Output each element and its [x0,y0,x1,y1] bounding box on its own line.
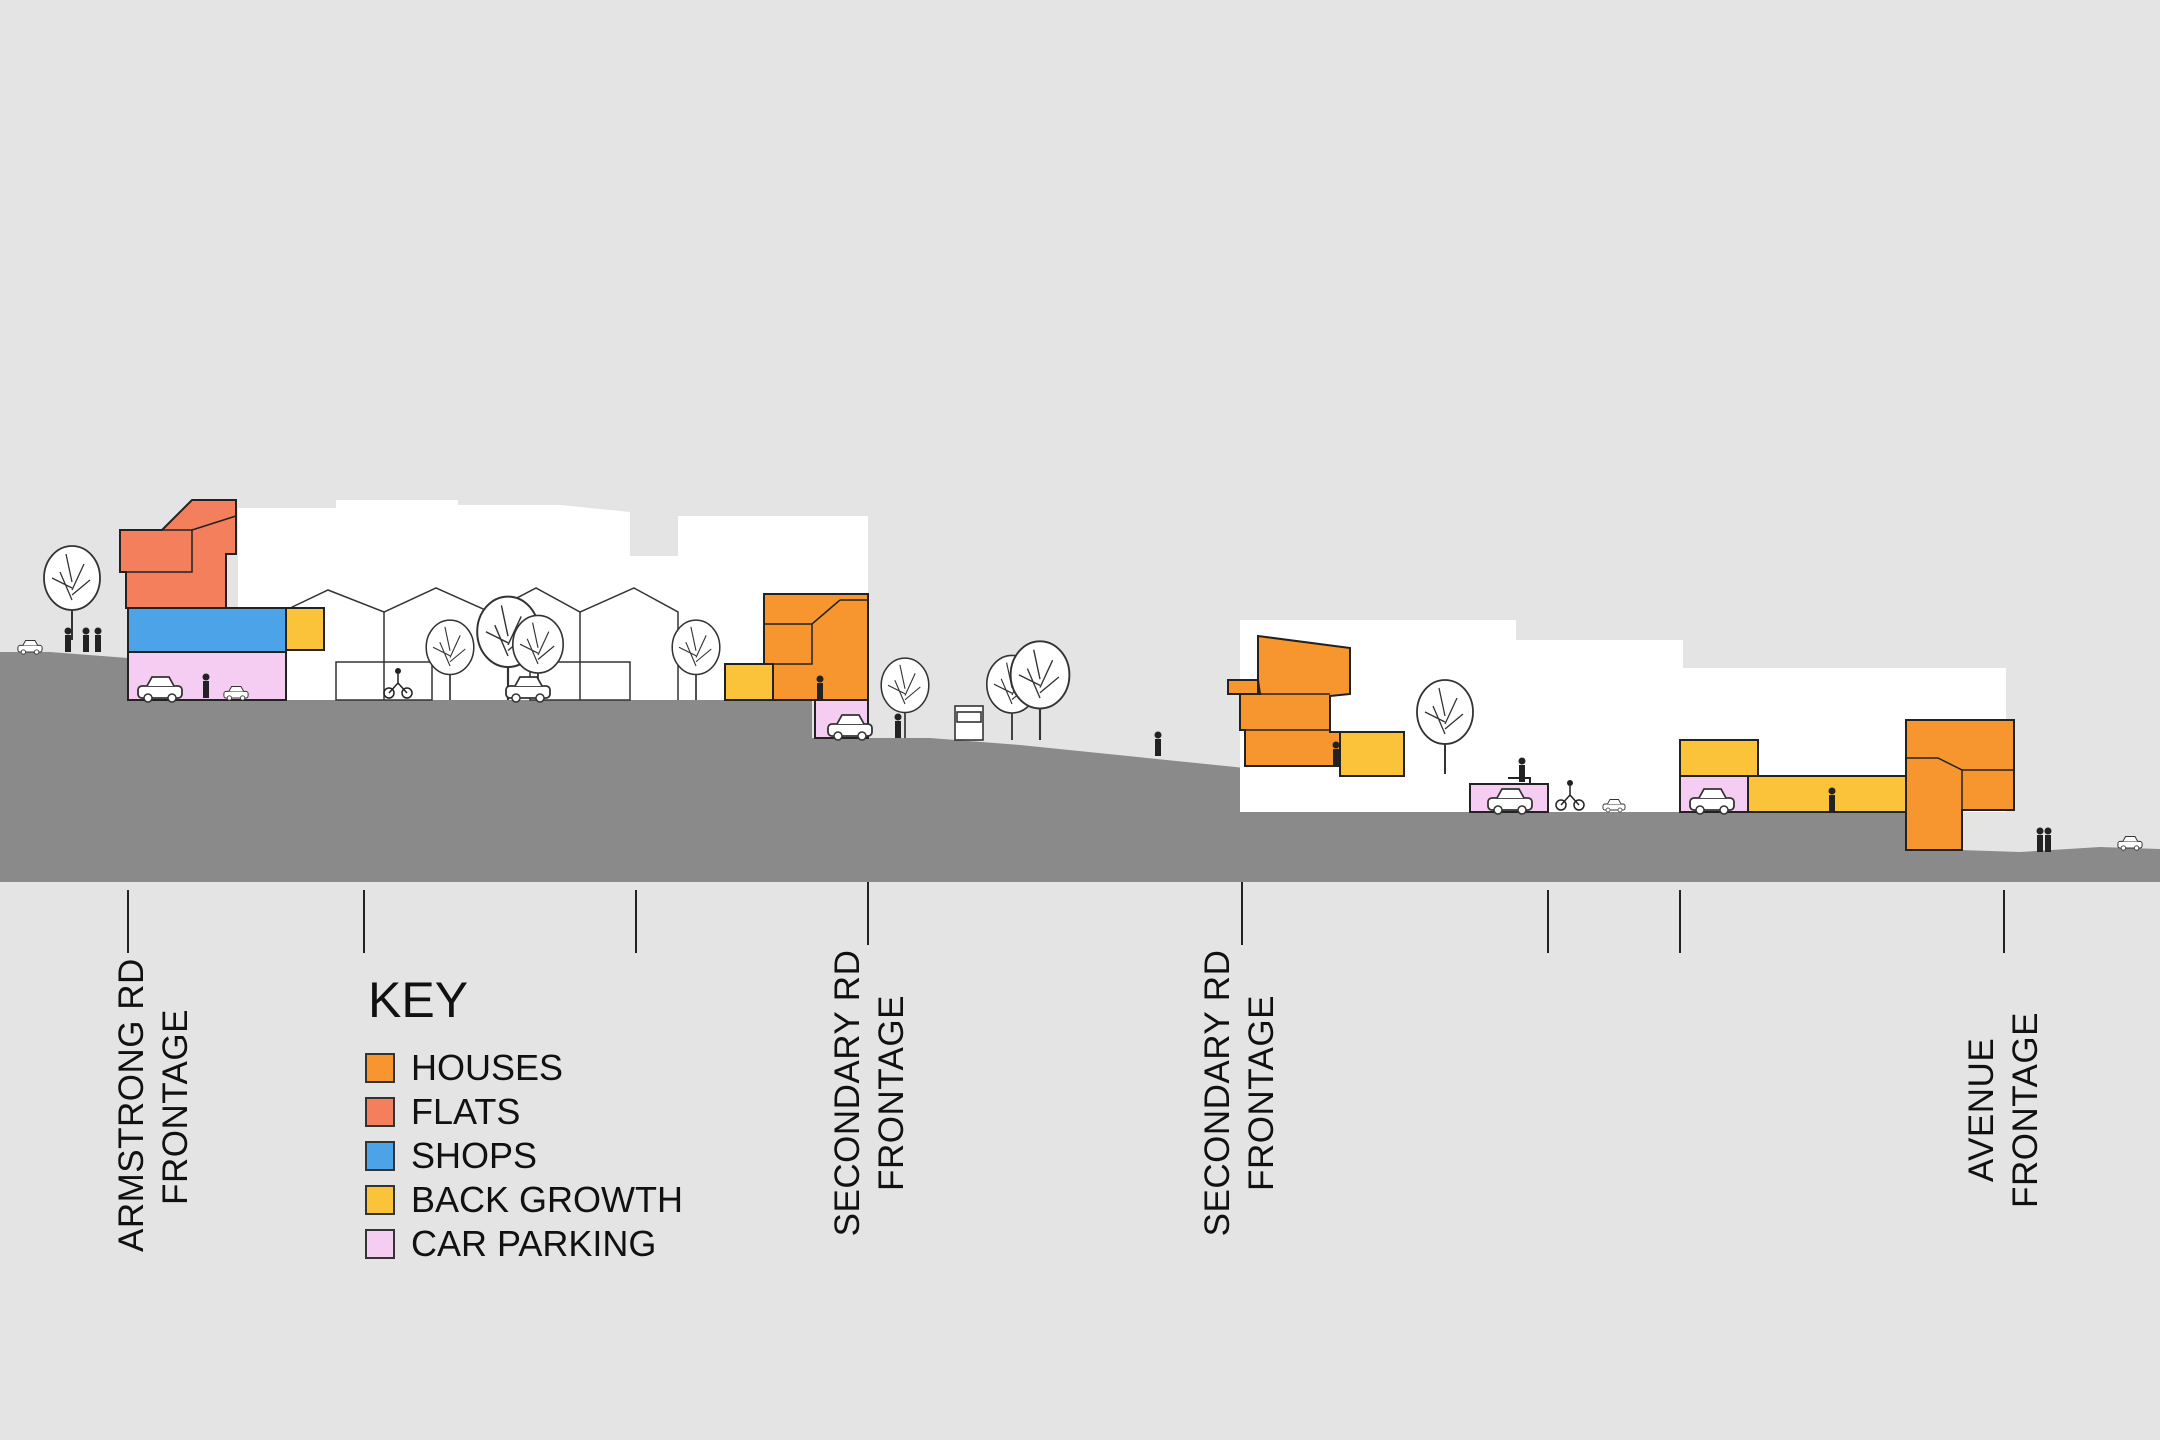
block-secondary-1 [724,593,869,739]
houses-block [763,593,869,701]
legend-item-back-growth: BACK GROWTH [365,1178,683,1222]
legend-swatch [365,1229,395,1259]
legend-title: KEY [368,972,469,1028]
section-markers [127,882,2005,953]
truck [954,705,984,741]
frontage-label-armstrong: ARMSTRONG RD FRONTAGE [112,958,195,1252]
legend-item-houses: HOUSES [365,1046,683,1090]
legend-item-flats: FLATS [365,1090,683,1134]
envelope-middle [1240,620,2006,812]
flats-block [119,499,237,609]
frontage-label-secondary-2: SECONDARY RD FRONTAGE [1198,949,1281,1237]
legend-item-shops: SHOPS [365,1134,683,1178]
frontage-label-avenue: AVENUE FRONTAGE [1962,1012,2045,1208]
legend-swatch [365,1053,395,1083]
back-growth-block [1339,731,1405,777]
houses-block [1905,719,2015,851]
shops-block [127,607,287,653]
legend-item-car-parking: CAR PARKING [365,1222,683,1266]
legend-swatch [365,1141,395,1171]
frontage-label-secondary-1: SECONDARY RD FRONTAGE [828,949,911,1237]
legend-swatch [365,1097,395,1127]
block-avenue [1679,719,2015,851]
back-growth-block [1747,775,1909,813]
back-growth-block [724,663,774,701]
block-secondary-2 [1227,634,1549,813]
back-growth-block [285,607,325,651]
legend-items: HOUSES FLATS SHOPS BACK GROWTH CAR PARKI… [365,1046,683,1284]
legend-key: KEY HOUSES FLATS SHOPS BACK GROWTH CAR P… [365,972,683,1284]
legend-swatch [365,1185,395,1215]
back-growth-block [1679,739,1759,777]
ground-section [0,652,2160,882]
